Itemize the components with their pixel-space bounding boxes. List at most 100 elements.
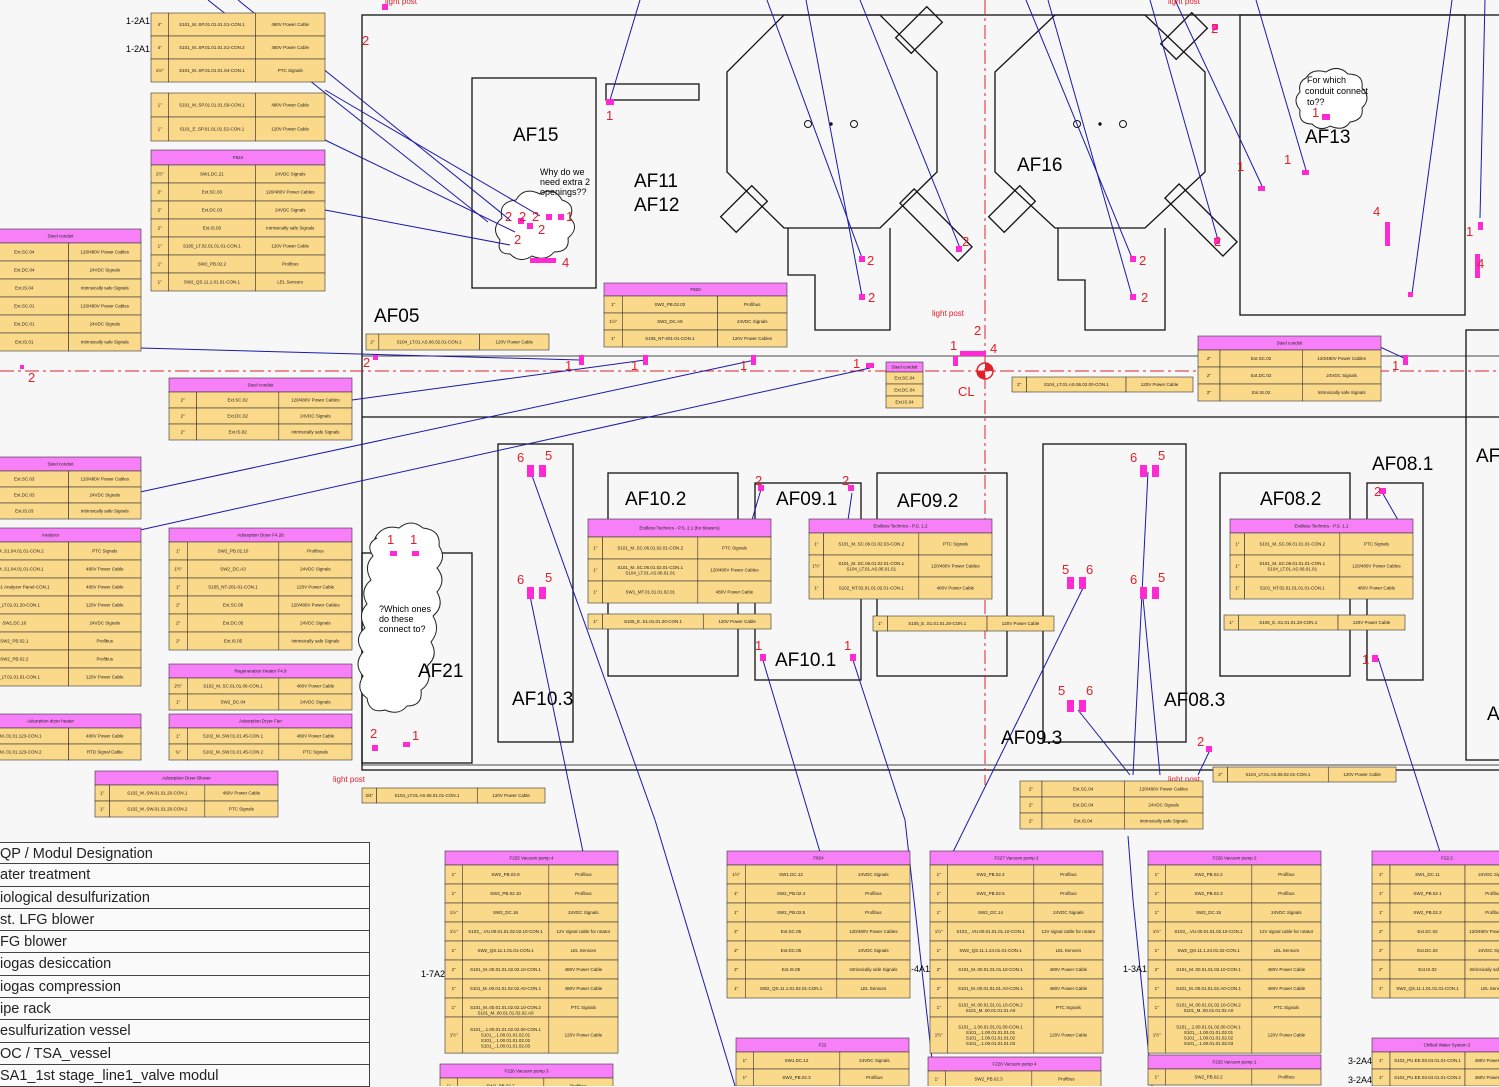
table-t-dryer-fan: Adsorption Dryer Fan1"S102_M..SW.01.01.4… (168, 713, 353, 761)
table-cell: 2" (1017, 382, 1022, 387)
table-cell: S104_LT.01.01.01-CON.1 (0, 675, 41, 680)
table-cell: S101_..1.00.01.01.02.00-CON.1 (1176, 1024, 1241, 1029)
table-cell: S101_M..SC.06.01.02.01-CON.1 (838, 561, 904, 566)
table-cell: SW2_PB.02.10 (218, 549, 249, 554)
table-cell: Profibus (866, 1075, 883, 1080)
table-cell: 24VDC Signals (858, 948, 889, 953)
table-cell: 1½" (450, 1032, 458, 1038)
table-cell: PTC Signals (229, 807, 255, 812)
table-cell: Intrinsically safe Signals (291, 639, 340, 644)
table-cell: Ext.SC.04 (14, 250, 35, 255)
table-cell: 480V Power Cable (1475, 1058, 1499, 1063)
table-cell: Ext.IS.04 (15, 286, 34, 291)
table-cell: SW2_PB.02.2 (1194, 872, 1223, 877)
table-cell: 1" (100, 807, 105, 812)
table-cell: 480V Power Cable (86, 567, 124, 572)
table-row: S104_LT.01.01.01-CON.1 120V Power Cable (0, 667, 142, 687)
legend-row: iogas compression (0, 975, 370, 999)
svg-text:6: 6 (1130, 450, 1137, 465)
table-cell: 24VDC Signals (300, 700, 331, 705)
table-cell: 480V Power Cable (565, 967, 603, 972)
table-cell: 1" (176, 585, 181, 590)
table-cell: Profibus (307, 549, 324, 554)
centerline-label: CL (958, 384, 975, 399)
table-cell: 1½" (812, 563, 820, 569)
svg-text:2: 2 (505, 209, 512, 224)
svg-text:2: 2 (532, 209, 539, 224)
table-cell: 480V Power Cable (271, 103, 309, 108)
table-row: 1"S101_M..SC.06.01.01.01-CON.1S104_LT.01… (1229, 554, 1414, 578)
table-cell: S105_E..S1.01.01.20-CON.1 (624, 619, 683, 624)
table-cell: LEL Sensors (1056, 948, 1082, 953)
table-cell: 120V Power Cable (86, 675, 124, 680)
note-conduit-1: For which (1307, 75, 1346, 85)
table-cell: 120/480V Power Cables (266, 190, 315, 195)
table-cell: Intrinsically safe Signals (81, 286, 130, 291)
svg-text:4: 4 (1373, 204, 1380, 219)
svg-text:1: 1 (1362, 652, 1369, 667)
table-cell: S101_..1.00.01.01.02.02 (481, 1038, 531, 1043)
table-cell: S101_M..00.01.01.01.A0 (966, 1008, 1016, 1013)
legend-row: FG blower (0, 931, 370, 954)
table-cell: 3/4" (365, 793, 373, 798)
table-cell: Profibus (575, 872, 592, 877)
table-cell: Profibus (575, 891, 592, 896)
panel-label-4: 1-4A1 (906, 964, 930, 974)
table-cell: S103_..VU.00.01.01.01.10-CON.1 (956, 929, 1025, 934)
table-cell: 120V Power Cable (492, 793, 530, 798)
table-cell: Profibus (865, 891, 882, 896)
table-cell: S101_M..00.01.01.02.02.A0-CON.1 (470, 986, 542, 991)
table-cell: 1" (1235, 564, 1240, 569)
table-title: F225 Vacuum pump 4 (510, 856, 554, 861)
table-cell: 120V Power Cable (86, 603, 124, 608)
table-cell: 2" (1207, 356, 1212, 361)
table-cell: 2" (937, 967, 942, 972)
svg-text:1: 1 (853, 356, 860, 371)
note-conduit-3: to?? (1307, 97, 1325, 107)
table-cell: 1½" (450, 909, 458, 915)
svg-text:4: 4 (562, 255, 569, 270)
table-cell: 24VDC Signals (275, 208, 306, 213)
table-cell: 480V Power Cable (223, 791, 261, 796)
svg-text:1: 1 (387, 532, 394, 547)
legend-row: iological desulfurization (0, 886, 370, 909)
table-cell: SW2_PB.02.1 (0, 639, 29, 644)
table-cell: Ext.DC.05 (223, 621, 244, 626)
table-cell: SW2_PB.02.4 (976, 872, 1005, 877)
svg-text:5: 5 (1062, 562, 1069, 577)
table-cell: 1½" (732, 871, 740, 877)
table-cell: Ext.SC.01 (14, 304, 35, 309)
table-cell: 4" (158, 45, 163, 50)
table-cell: SW2_PB.02.7 (486, 1084, 515, 1086)
table-cell: 120V Power Cable (297, 585, 335, 590)
table-cell: 2" (1379, 948, 1384, 953)
table-title: Adsorption Dryer Fan (239, 719, 282, 724)
table-cell: 1" (593, 546, 598, 551)
svg-text:5: 5 (1158, 448, 1165, 463)
table-cell: SW2_DC.A3 (220, 567, 246, 572)
svg-text:1: 1 (606, 108, 613, 123)
table-cell: Profibus (1485, 910, 1499, 915)
table-cell: 120/480V Power Cables (1352, 564, 1401, 569)
